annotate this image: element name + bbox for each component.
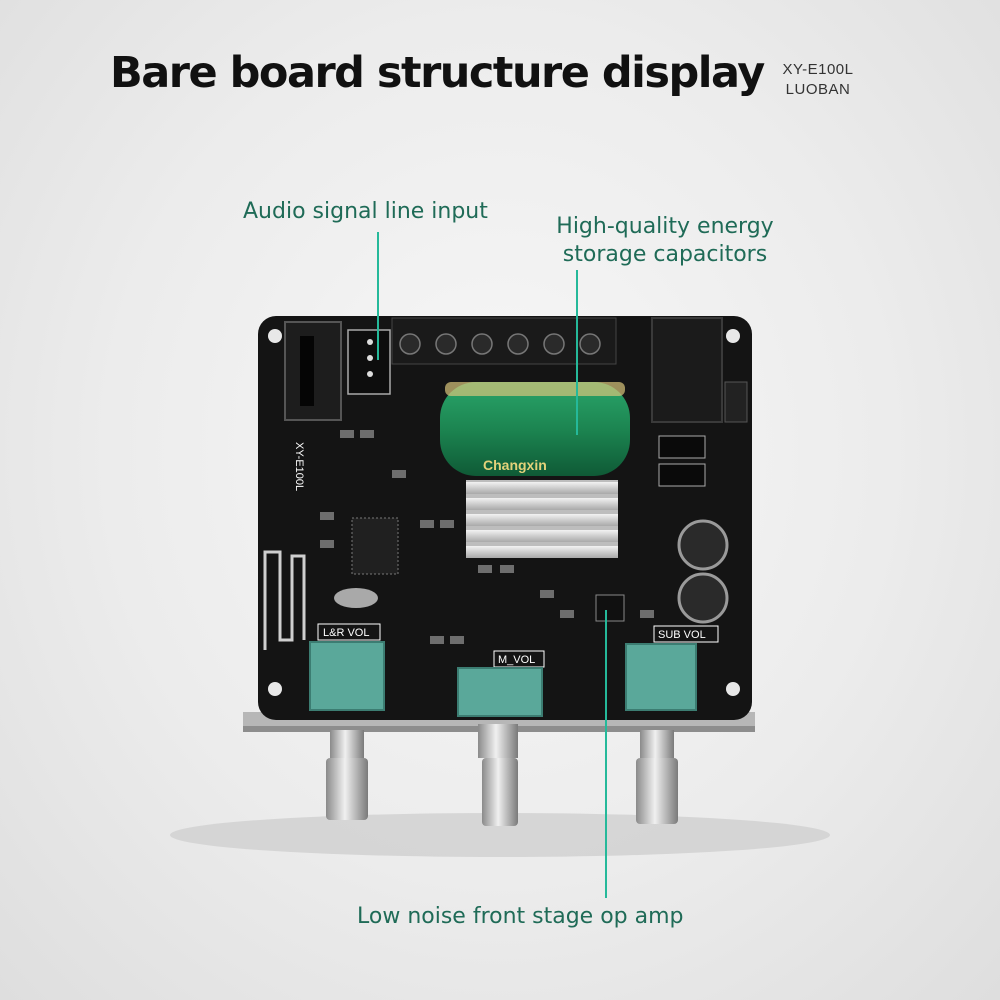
capacitor-brand: Changxin (483, 457, 547, 473)
silkscreen-model: XY-E100L (293, 442, 305, 491)
callout-op-amp: Low noise front stage op amp (357, 904, 684, 929)
bluetooth-antenna (263, 550, 306, 650)
page-title: Bare board structure display (110, 48, 765, 98)
power-diodes (658, 435, 706, 487)
capacitor-leader (576, 270, 578, 435)
mounting-holes (268, 329, 740, 696)
smd-components (320, 430, 654, 644)
op-amp-leader (605, 610, 607, 898)
crystal (334, 588, 378, 608)
model-label: XY-E100L LUOBAN (768, 60, 868, 100)
dc-power-jack (651, 317, 723, 423)
callout-capacitors-line2: storage capacitors (562, 242, 768, 267)
model-number: XY-E100L (782, 61, 854, 78)
energy-storage-capacitor: Changxin (440, 382, 630, 476)
callout-capacitors: High-quality energy storage capacitors (540, 213, 790, 269)
audio-input-leader (377, 232, 379, 360)
callout-capacitors-line1: High-quality energy (556, 214, 774, 239)
op-amp-chip (595, 594, 625, 622)
potentiometer-shafts (326, 724, 678, 826)
potentiometer-m-vol (457, 667, 543, 717)
potentiometer-lr-vol (309, 641, 385, 711)
lr-vol-label: L&R VOL (323, 627, 369, 639)
speaker-terminal-block (391, 317, 617, 365)
m-vol-label: M_VOL (498, 654, 535, 666)
callout-audio-input: Audio signal line input (243, 199, 488, 224)
model-brand: LUOBAN (785, 81, 851, 98)
small-capacitors (677, 519, 729, 624)
potentiometer-sub-vol (625, 643, 697, 711)
heat-sink (466, 480, 618, 558)
sub-vol-label: SUB VOL (658, 629, 706, 641)
dsp-chip (351, 517, 399, 575)
